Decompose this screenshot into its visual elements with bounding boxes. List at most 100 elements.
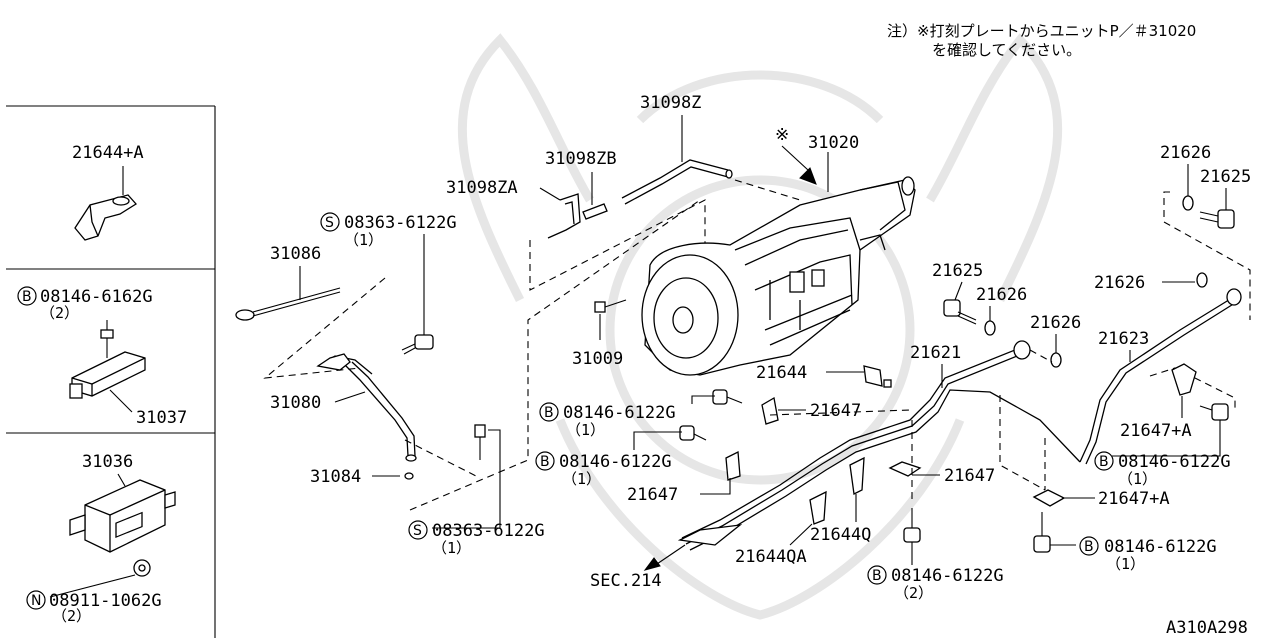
bracket-31037	[69, 351, 146, 399]
part-label-31080: 31080	[270, 393, 321, 413]
sec-ref-label: SEC.214	[590, 571, 662, 591]
clip-21644QA	[809, 490, 827, 525]
hose-31098ZB	[582, 203, 608, 220]
part-label-31098ZA: 31098ZA	[446, 178, 518, 198]
breather-tube-31098Z	[621, 159, 733, 205]
clip-21647A-b	[1032, 489, 1066, 507]
oil-cooler-pipe-21623	[1079, 288, 1242, 465]
bracket-21644A	[74, 194, 137, 241]
part-label-21626-a: 21626	[976, 285, 1027, 305]
part-qty-bolt-a: （1）	[566, 421, 605, 439]
part-label-31020: 31020	[808, 133, 859, 153]
background-emblem-watermark	[457, 33, 1063, 620]
part-qty-31037-bolt: （2）	[40, 304, 79, 322]
dipstick-31086	[235, 287, 341, 321]
part-label-21623: 21623	[1098, 329, 1149, 349]
part-qty-screw-top: （1）	[344, 231, 383, 249]
bolt-symbol-b-b-letter: B	[540, 454, 550, 470]
bolt-21625-b	[1199, 209, 1235, 229]
bolt-symbol-b-c-letter: B	[872, 568, 882, 584]
part-label-bolt-d: 08146-6122G	[1118, 452, 1231, 472]
bolt-symbol-b-e-letter: B	[1084, 539, 1094, 555]
bolt-symbol-b-e	[1079, 536, 1099, 556]
bolt-symbol-b	[17, 286, 37, 306]
part-label-bolt-e: 08146-6122G	[1104, 537, 1217, 557]
oil-cooler-pipe-21621	[681, 340, 1081, 551]
bolt-31009	[594, 299, 627, 313]
filler-tube-31080	[316, 353, 417, 462]
part-label-21644QA: 21644QA	[735, 547, 807, 567]
part-qty-bolt-c: （2）	[894, 584, 933, 602]
transmission-31020	[641, 176, 916, 376]
bolt-symbol-b-a-letter: B	[544, 405, 554, 421]
left-inset-panels	[6, 105, 216, 638]
note-line-2: を確認してください。	[932, 41, 1081, 59]
clip-21647-a	[761, 396, 779, 425]
part-label-21647-a: 21647	[810, 401, 861, 421]
module-31036	[69, 479, 176, 553]
nut-symbol-n-letter: N	[31, 593, 41, 609]
bolt-e	[1033, 512, 1051, 553]
part-label-21625-a: 21625	[932, 261, 983, 281]
part-qty-screw-bottom: （1）	[432, 539, 471, 557]
part-label-bolt-a: 08146-6122G	[563, 403, 676, 423]
part-label-screw-top: 08363-6122G	[344, 213, 457, 233]
sec-arrow	[643, 557, 661, 571]
part-qty-bolt-d: （1）	[1118, 470, 1157, 488]
part-qty-31036-nut: （2）	[52, 607, 91, 625]
clip-21647-b	[725, 450, 741, 481]
bolt-c	[903, 508, 921, 565]
part-label-21644A: 21644+A	[72, 143, 144, 163]
part-label-21626-d: 21626	[1094, 273, 1145, 293]
nut-31036	[133, 559, 151, 577]
washer-21626-a	[984, 320, 996, 336]
part-label-bolt-b: 08146-6122G	[559, 452, 672, 472]
screw-top	[401, 334, 434, 355]
washer-21626-b	[1050, 352, 1062, 368]
part-label-31098ZB: 31098ZB	[545, 149, 617, 169]
reference-mark: ※	[775, 125, 789, 145]
part-label-21644: 21644	[756, 363, 807, 383]
part-qty-bolt-e: （1）	[1106, 555, 1145, 573]
screw-symbol-s-bottom-letter: S	[413, 523, 422, 539]
bolt-symbol-b-d	[1094, 451, 1114, 471]
part-label-21647A-a: 21647+A	[1120, 421, 1192, 441]
part-label-31084: 31084	[310, 467, 361, 487]
bolt-a	[712, 389, 743, 405]
part-label-31009: 31009	[572, 349, 623, 369]
bolt-d	[1199, 403, 1229, 421]
part-label-31086: 31086	[270, 244, 321, 264]
part-label-31098Z: 31098Z	[640, 93, 701, 113]
part-label-21647-b: 21647	[627, 485, 678, 505]
part-label-31036: 31036	[82, 452, 133, 472]
clip-21647-c	[888, 461, 922, 477]
seal-31084	[404, 472, 414, 480]
part-label-21626-b: 21626	[1030, 313, 1081, 333]
diagram-code: A310A298	[1166, 618, 1248, 638]
clip-31098ZA	[547, 193, 581, 239]
screw-symbol-s-bottom	[408, 520, 428, 540]
part-label-bolt-c: 08146-6122G	[891, 566, 1004, 586]
clip-21644	[863, 365, 892, 388]
part-qty-bolt-b: （1）	[562, 470, 601, 488]
clip-21644Q	[849, 456, 865, 495]
note-line-1: 注）※打刻プレートからユニットP／＃31020	[887, 22, 1196, 40]
washer-21626-d	[1196, 272, 1208, 288]
reference-arrow	[799, 167, 817, 185]
part-label-21625-b: 21625	[1200, 167, 1251, 187]
part-label-21644Q: 21644Q	[810, 525, 871, 545]
screw-symbol-s-top	[320, 212, 340, 232]
bolt-symbol-b-letter: B	[22, 289, 32, 305]
washer-21626-c	[1182, 195, 1194, 211]
part-label-31037: 31037	[136, 408, 187, 428]
part-label-31037-bolt: 08146-6162G	[40, 287, 153, 307]
bolt-symbol-b-c	[867, 565, 887, 585]
bolt-symbol-b-d-letter: B	[1099, 454, 1109, 470]
part-label-screw-bottom: 08363-6122G	[432, 521, 545, 541]
part-label-21621: 21621	[910, 343, 961, 363]
bolt-21625-a	[943, 299, 977, 325]
bolt-b	[679, 425, 707, 441]
nut-symbol-n	[26, 590, 46, 610]
part-label-21647-c: 21647	[944, 466, 995, 486]
